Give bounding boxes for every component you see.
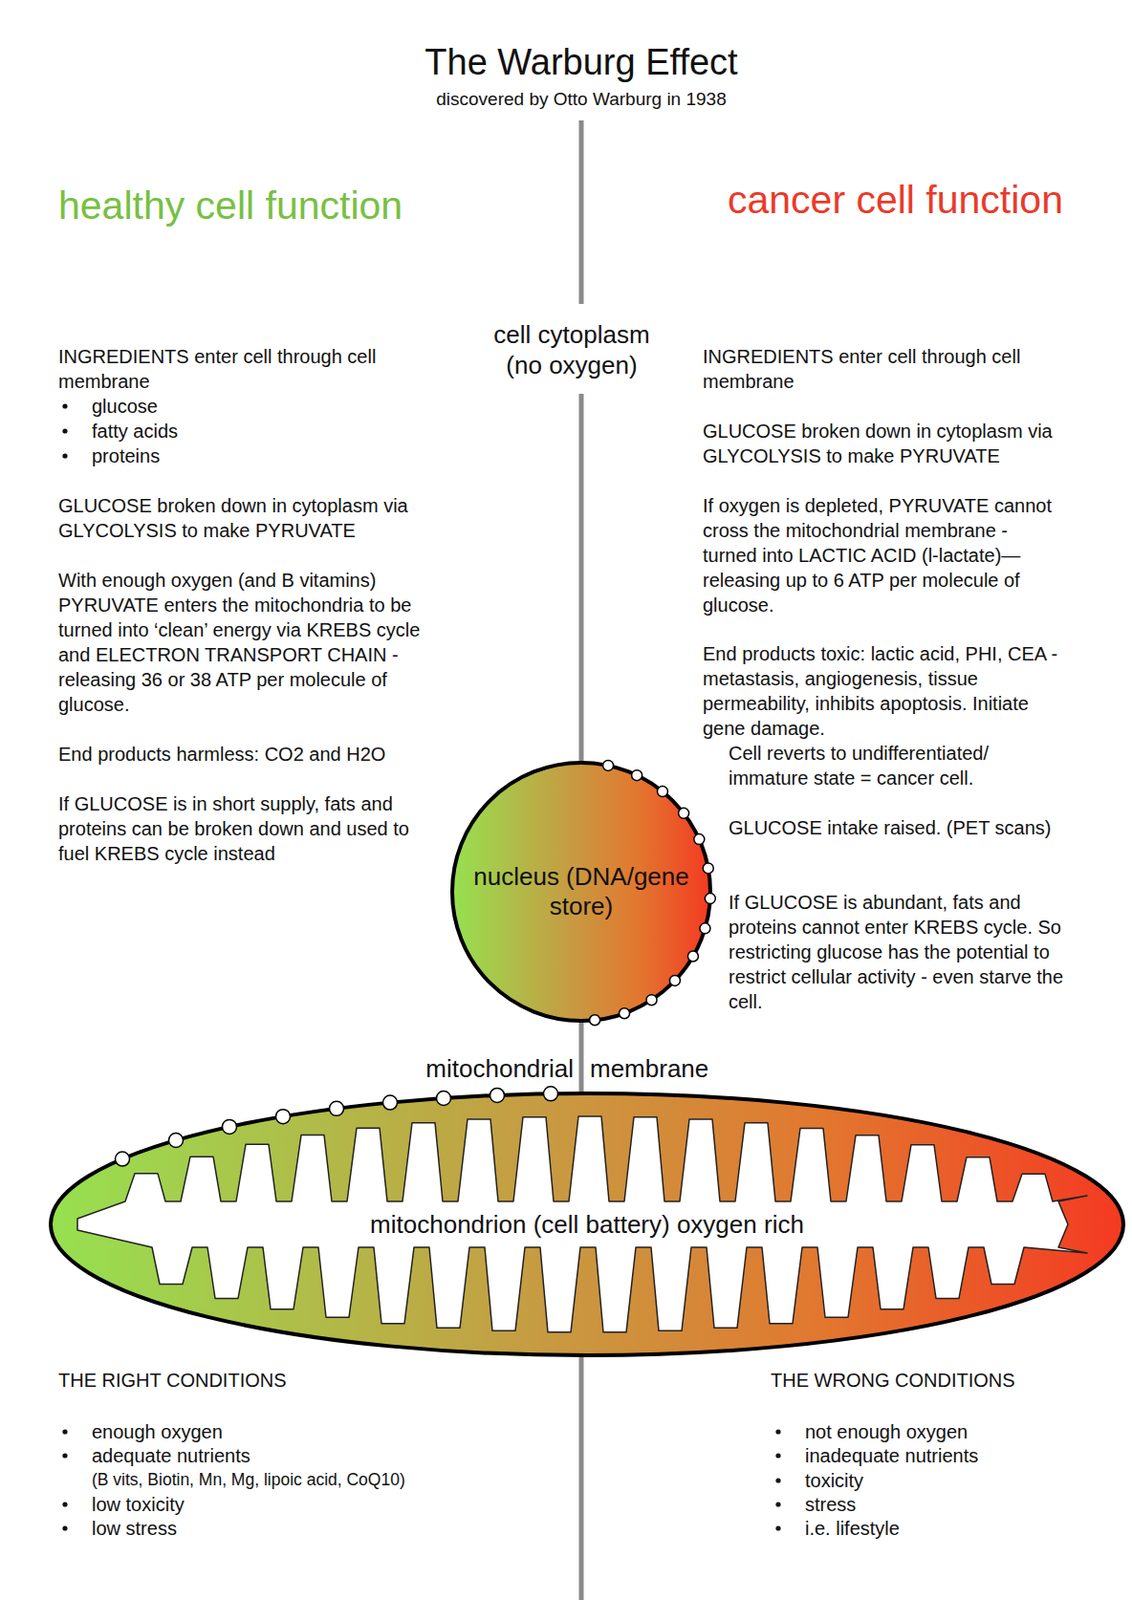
membrane-pore (329, 1101, 345, 1116)
membrane-pore (704, 893, 716, 905)
divider-segment (579, 120, 585, 305)
body-text: GLUCOSE broken down in cytoplasm via GLY… (702, 418, 1063, 469)
divider-segment (579, 1019, 585, 1096)
membrane-pore (222, 1119, 238, 1134)
bullet-dot (62, 1453, 67, 1459)
list-item: adequate nutrients (91, 1443, 475, 1469)
body-text: GLUCOSE broken down in cytoplasm via GLY… (58, 493, 434, 544)
cristae (77, 1116, 1088, 1333)
list-item: not enough oxygen (805, 1419, 1111, 1445)
membrane-pore (646, 995, 657, 1006)
membrane-pore (699, 923, 711, 935)
list-item: inadequate nutrients (805, 1443, 1111, 1469)
nucleus-circle: nucleus (DNA/gene store) (450, 761, 713, 1024)
node-label: mitochondrion (cell battery) oxygen rich (370, 1210, 805, 1241)
membrane-pore (694, 834, 705, 846)
membrane-pore (276, 1110, 291, 1125)
divider-segment (579, 393, 585, 765)
nucleus-outline (452, 762, 711, 1022)
bullet-dot (775, 1478, 781, 1483)
membrane-pore (490, 1088, 505, 1103)
bullet-dot (62, 1429, 67, 1435)
membrane-label: mitochondrial (363, 1053, 574, 1085)
membrane-label: membrane (589, 1053, 801, 1085)
bullet-dot (775, 1525, 781, 1531)
list-item: low stress (91, 1516, 475, 1542)
membrane-pore (169, 1133, 184, 1149)
column-heading: cancer cell function (727, 175, 1120, 224)
membrane-pore (656, 786, 668, 798)
mitochondrion-outline (50, 1093, 1124, 1356)
bullet-dot (62, 1502, 67, 1507)
membrane-pore (631, 770, 643, 782)
body-text: If oxygen is depleted, PYRUVATE cannot c… (702, 493, 1063, 618)
body-text: End products harmless: CO2 and H2O (58, 741, 434, 767)
node-label: nucleus (DNA/gene store) (466, 862, 697, 922)
membrane-pore (702, 863, 714, 874)
conditions-heading: THE RIGHT CONDITIONS (58, 1368, 441, 1394)
membrane-pore (544, 1087, 559, 1102)
body-text: INGREDIENTS enter cell through cell memb… (702, 344, 1063, 394)
membrane-pore (678, 807, 690, 819)
body-text: With enough oxygen (and B vitamins) PYRU… (58, 567, 434, 718)
bullet-dot (62, 428, 67, 434)
region-label: cell cytoplasm (no oxygen) (476, 319, 668, 381)
bullet-dot (775, 1453, 781, 1459)
list-item: stress (805, 1492, 1111, 1518)
list-item: toxicity (805, 1468, 1111, 1494)
body-text: Cell reverts to undifferentiated/ immatu… (728, 740, 1073, 791)
body-text: INGREDIENTS enter cell through cell memb… (58, 344, 434, 394)
divider-segment (579, 1353, 585, 1600)
list-note: (B vits, Biotin, Mn, Mg, lipoic acid, Co… (91, 1468, 551, 1492)
list-item: glucose (91, 393, 379, 419)
list-item: i.e. lifestyle (805, 1516, 1111, 1542)
list-item: fatty acids (91, 418, 379, 444)
membrane-pore (383, 1095, 398, 1111)
membrane-pore (603, 760, 614, 771)
body-text: End products toxic: lactic acid, PHI, CE… (702, 641, 1063, 741)
bullet-dot (62, 403, 67, 409)
membrane-pore (436, 1090, 452, 1106)
mitochondrion-ellipse: mitochondrion (cell battery) oxygen rich (48, 1091, 1126, 1358)
bullet-dot (775, 1502, 781, 1507)
title: The Warburg Effect (294, 40, 869, 85)
membrane-pore (687, 951, 698, 962)
body-text: GLUCOSE intake raised. (PET scans) (728, 815, 1073, 841)
membrane-pore (669, 975, 680, 986)
membrane-pore (619, 1008, 631, 1020)
membrane-pore (589, 1015, 601, 1026)
node-text-wrap: mitochondrion (cell battery) oxygen rich (48, 1091, 1126, 1358)
list-item: proteins (91, 443, 379, 469)
conditions-heading: THE WRONG CONDITIONS (770, 1368, 1115, 1394)
bullet-dot (62, 453, 67, 458)
body-text: If GLUCOSE is in short supply, fats and … (58, 791, 434, 867)
list-item: enough oxygen (91, 1419, 475, 1445)
list-item: low toxicity (91, 1492, 475, 1518)
membrane-pore (115, 1152, 131, 1167)
bullet-dot (62, 1525, 67, 1531)
bullet-dot (775, 1429, 781, 1435)
node-text-wrap: nucleus (DNA/gene store) (450, 761, 713, 1024)
column-heading: healthy cell function (58, 181, 499, 230)
subtitle: discovered by Otto Warburg in 1938 (342, 87, 821, 111)
body-text: If GLUCOSE is abundant, fats and protein… (728, 890, 1073, 1015)
